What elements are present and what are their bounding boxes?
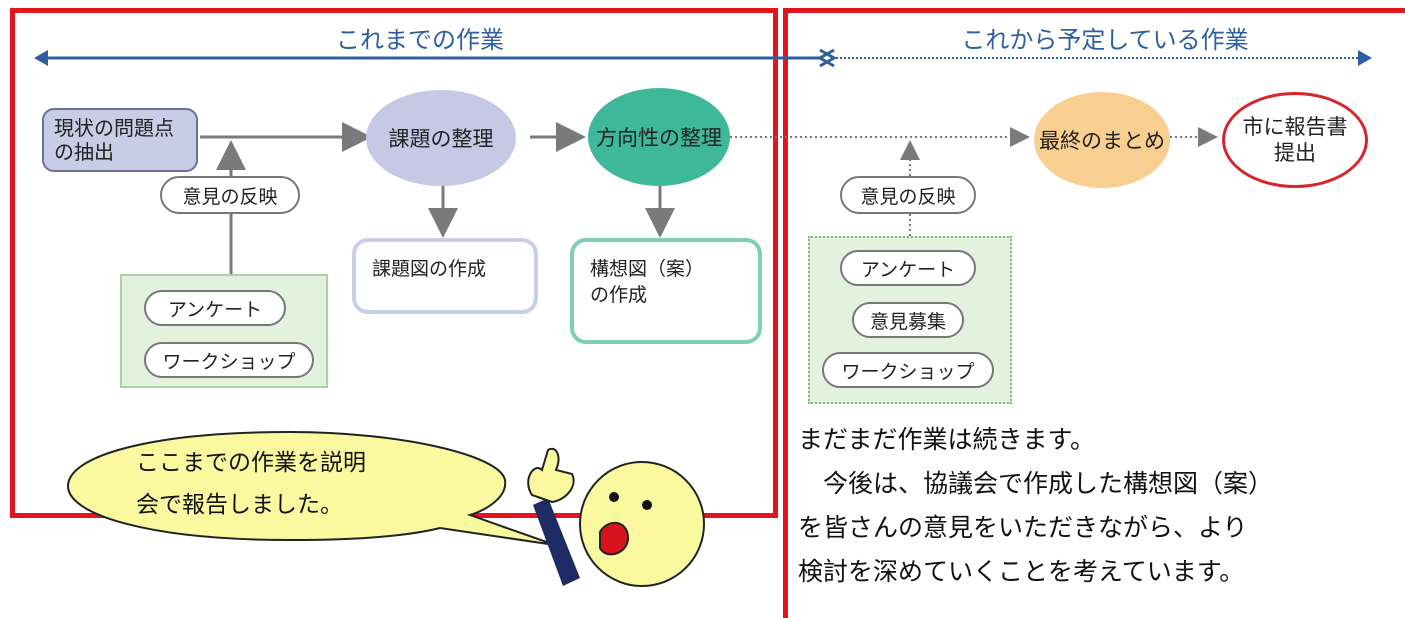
- left-feedback-label: 意見の反映: [160, 176, 300, 214]
- left-feedback-survey: アンケート: [144, 290, 286, 326]
- right-feedback-label-text: 意見の反映: [860, 185, 956, 208]
- speech-bubble-shape: [66, 430, 556, 546]
- future-work-title: これから予定している作業: [961, 26, 1249, 54]
- concept-diagram-box: 構想図（案） の作成: [570, 238, 762, 344]
- mascot-eye-left: [609, 492, 619, 502]
- future-timeline-end-arrow: [1358, 50, 1372, 66]
- issue-diagram-box: 課題図の作成: [352, 238, 538, 314]
- mascot-character: [527, 447, 705, 587]
- direction-organizing-label: 方向性の整理: [596, 126, 722, 150]
- mascot-hand: [527, 447, 575, 504]
- mascot-face: [579, 461, 705, 587]
- past-timeline-start-arrow: [34, 50, 48, 66]
- mascot-arm: [533, 498, 580, 586]
- issue-organizing-ellipse: 課題の整理: [366, 90, 516, 186]
- future-note-text: まだまだ作業は続きます。 今後は、協議会で作成した構想図（案） を皆さんの意見を…: [798, 425, 1274, 586]
- speech-bubble-text: ここまでの作業を説明 会で報告しました。: [136, 450, 366, 518]
- report-submit-ellipse: 市に報告書 提出: [1222, 92, 1368, 188]
- past-work-title: これまでの作業: [336, 26, 504, 54]
- timeline-divider-mark: [816, 48, 838, 68]
- final-summary-label: 最終のまとめ: [1039, 129, 1165, 153]
- right-feedback-label: 意見の反映: [840, 176, 976, 214]
- left-feedback-survey-text: アンケート: [167, 298, 263, 321]
- issue-organizing-label: 課題の整理: [388, 127, 494, 151]
- right-feedback-comment-text: 意見募集: [869, 310, 946, 333]
- future-work-frame: [783, 8, 1405, 618]
- current-issues-node: 現状の問題点 の抽出: [42, 108, 198, 172]
- mascot-eye-right: [642, 500, 652, 510]
- report-submit-label: 市に報告書 提出: [1242, 115, 1348, 165]
- left-feedback-label-text: 意見の反映: [182, 185, 278, 208]
- mascot-mouth: [599, 522, 630, 556]
- right-feedback-comment: 意見募集: [852, 302, 964, 338]
- direction-organizing-ellipse: 方向性の整理: [588, 88, 730, 186]
- right-feedback-survey-text: アンケート: [860, 258, 956, 281]
- final-summary-ellipse: 最終のまとめ: [1034, 92, 1170, 188]
- left-feedback-workshop: ワークショップ: [144, 342, 314, 378]
- left-feedback-workshop-text: ワークショップ: [162, 350, 296, 373]
- right-feedback-workshop: ワークショップ: [822, 352, 994, 388]
- right-feedback-workshop-text: ワークショップ: [841, 360, 975, 383]
- right-feedback-survey: アンケート: [840, 250, 976, 286]
